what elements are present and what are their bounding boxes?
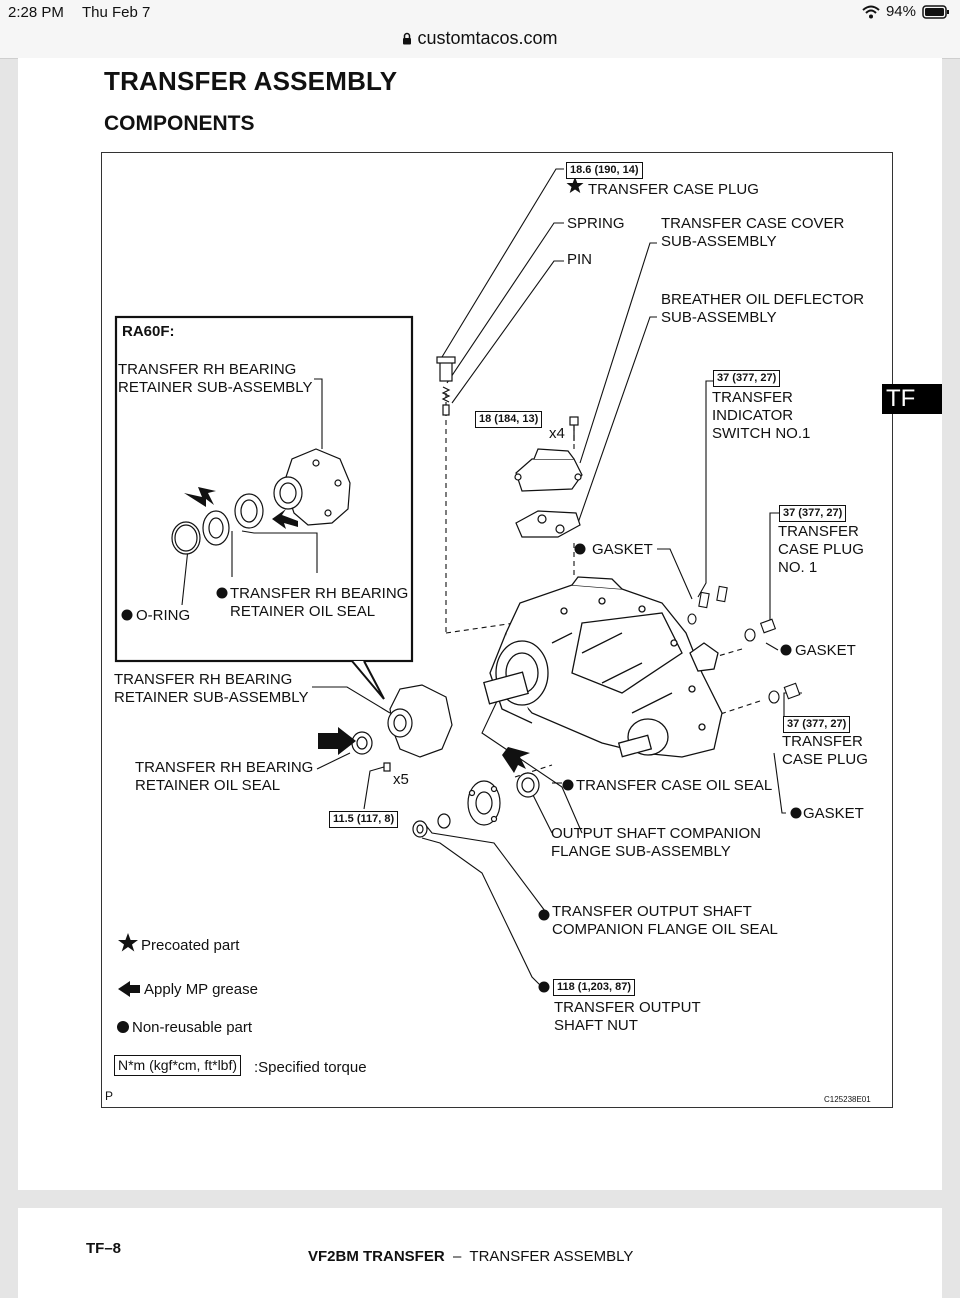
legend-torque-box: N*m (kgf*cm, ft*lbf) xyxy=(114,1055,242,1076)
diagram-drawing xyxy=(114,168,802,1033)
label-retainer: TRANSFER RH BEARING RETAINER SUB-ASSEMBL… xyxy=(114,671,309,706)
status-date: Thu Feb 7 xyxy=(82,4,151,21)
label-gasket3: GASKET xyxy=(803,805,864,822)
page-title: TRANSFER ASSEMBLY xyxy=(104,66,398,96)
torque-plug-top: 18.6 (190, 14) xyxy=(566,162,643,179)
next-page: TF–8 VF2BM TRANSFER – TRANSFER ASSEMBLY xyxy=(18,1208,942,1298)
label-case-oil-seal: TRANSFER CASE OIL SEAL xyxy=(576,777,773,794)
legend-nonreusable: Non-reusable part xyxy=(132,1019,253,1036)
url-text: customtacos.com xyxy=(417,28,558,48)
battery-icon xyxy=(922,4,949,19)
section-title-bold: VF2BM TRANSFER xyxy=(308,1248,445,1265)
page-ref: TF–8 xyxy=(86,1240,122,1257)
components-diagram: 18.6 (190, 14) 18 (184, 13) 37 (377, 27)… xyxy=(101,152,893,1108)
status-time: 2:28 PM xyxy=(8,4,64,21)
label-flange-seal: TRANSFER OUTPUT SHAFT COMPANION FLANGE O… xyxy=(552,903,778,938)
battery-percent: 94% xyxy=(885,3,916,20)
label-gasket1: GASKET xyxy=(592,541,653,558)
url-display[interactable]: customtacos.com xyxy=(0,28,960,49)
legend-torque-desc: :Specified torque xyxy=(254,1059,367,1076)
label-plug2: TRANSFER CASE PLUG xyxy=(782,733,868,768)
address-bar[interactable]: customtacos.com xyxy=(0,26,960,59)
label-cover: TRANSFER CASE COVER SUB-ASSEMBLY xyxy=(661,215,845,250)
figure-code: C125238E01 xyxy=(824,1095,871,1104)
label-indicator: TRANSFER INDICATOR SWITCH NO.1 xyxy=(712,389,811,442)
label-x4: x4 xyxy=(549,425,565,442)
status-right: 94% xyxy=(862,3,950,20)
torque-plug2: 37 (377, 27) xyxy=(783,716,851,733)
corner-letter: P xyxy=(105,1089,114,1103)
wifi-icon xyxy=(862,5,880,18)
section-title-rest: – TRANSFER ASSEMBLY xyxy=(444,1248,634,1265)
section-title: VF2BM TRANSFER – TRANSFER ASSEMBLY xyxy=(308,1248,633,1265)
label-inset-oil-seal: TRANSFER RH BEARING RETAINER OIL SEAL xyxy=(230,585,409,620)
torque-cover-bolt: 18 (184, 13) xyxy=(475,411,543,428)
torque-retainer-bolt: 11.5 (117, 8) xyxy=(329,811,399,828)
label-spring: SPRING xyxy=(567,215,625,232)
label-gasket2: GASKET xyxy=(795,642,856,659)
inset-title: RA60F: xyxy=(122,323,175,340)
legend-precoated: Precoated part xyxy=(141,937,240,954)
label-flange: OUTPUT SHAFT COMPANION FLANGE SUB-ASSEMB… xyxy=(551,825,762,860)
page-subtitle: COMPONENTS xyxy=(104,112,255,135)
section-tab-badge: TF xyxy=(882,384,942,414)
manual-page: TRANSFER ASSEMBLY COMPONENTS xyxy=(18,58,942,1190)
label-plug-top: TRANSFER CASE PLUG xyxy=(588,181,759,198)
label-nut: TRANSFER OUTPUT SHAFT NUT xyxy=(554,999,701,1034)
label-oil-seal: TRANSFER RH BEARING RETAINER OIL SEAL xyxy=(135,759,314,794)
label-inset-retainer: TRANSFER RH BEARING RETAINER SUB-ASSEMBL… xyxy=(118,361,313,396)
legend-grease: Apply MP grease xyxy=(144,981,258,998)
label-inset-oring: O-RING xyxy=(136,607,191,624)
lock-icon xyxy=(403,32,412,45)
torque-nut: 118 (1,203, 87) xyxy=(553,979,636,996)
status-bar: 2:28 PM Thu Feb 7 94% xyxy=(0,0,960,26)
label-pin: PIN xyxy=(567,251,593,268)
torque-indicator: 37 (377, 27) xyxy=(713,370,781,387)
label-x5: x5 xyxy=(393,771,409,788)
label-plug-no1: TRANSFER CASE PLUG NO. 1 xyxy=(778,523,864,576)
label-breather: BREATHER OIL DEFLECTOR SUB-ASSEMBLY xyxy=(661,291,865,326)
torque-plug-no1: 37 (377, 27) xyxy=(779,505,847,522)
